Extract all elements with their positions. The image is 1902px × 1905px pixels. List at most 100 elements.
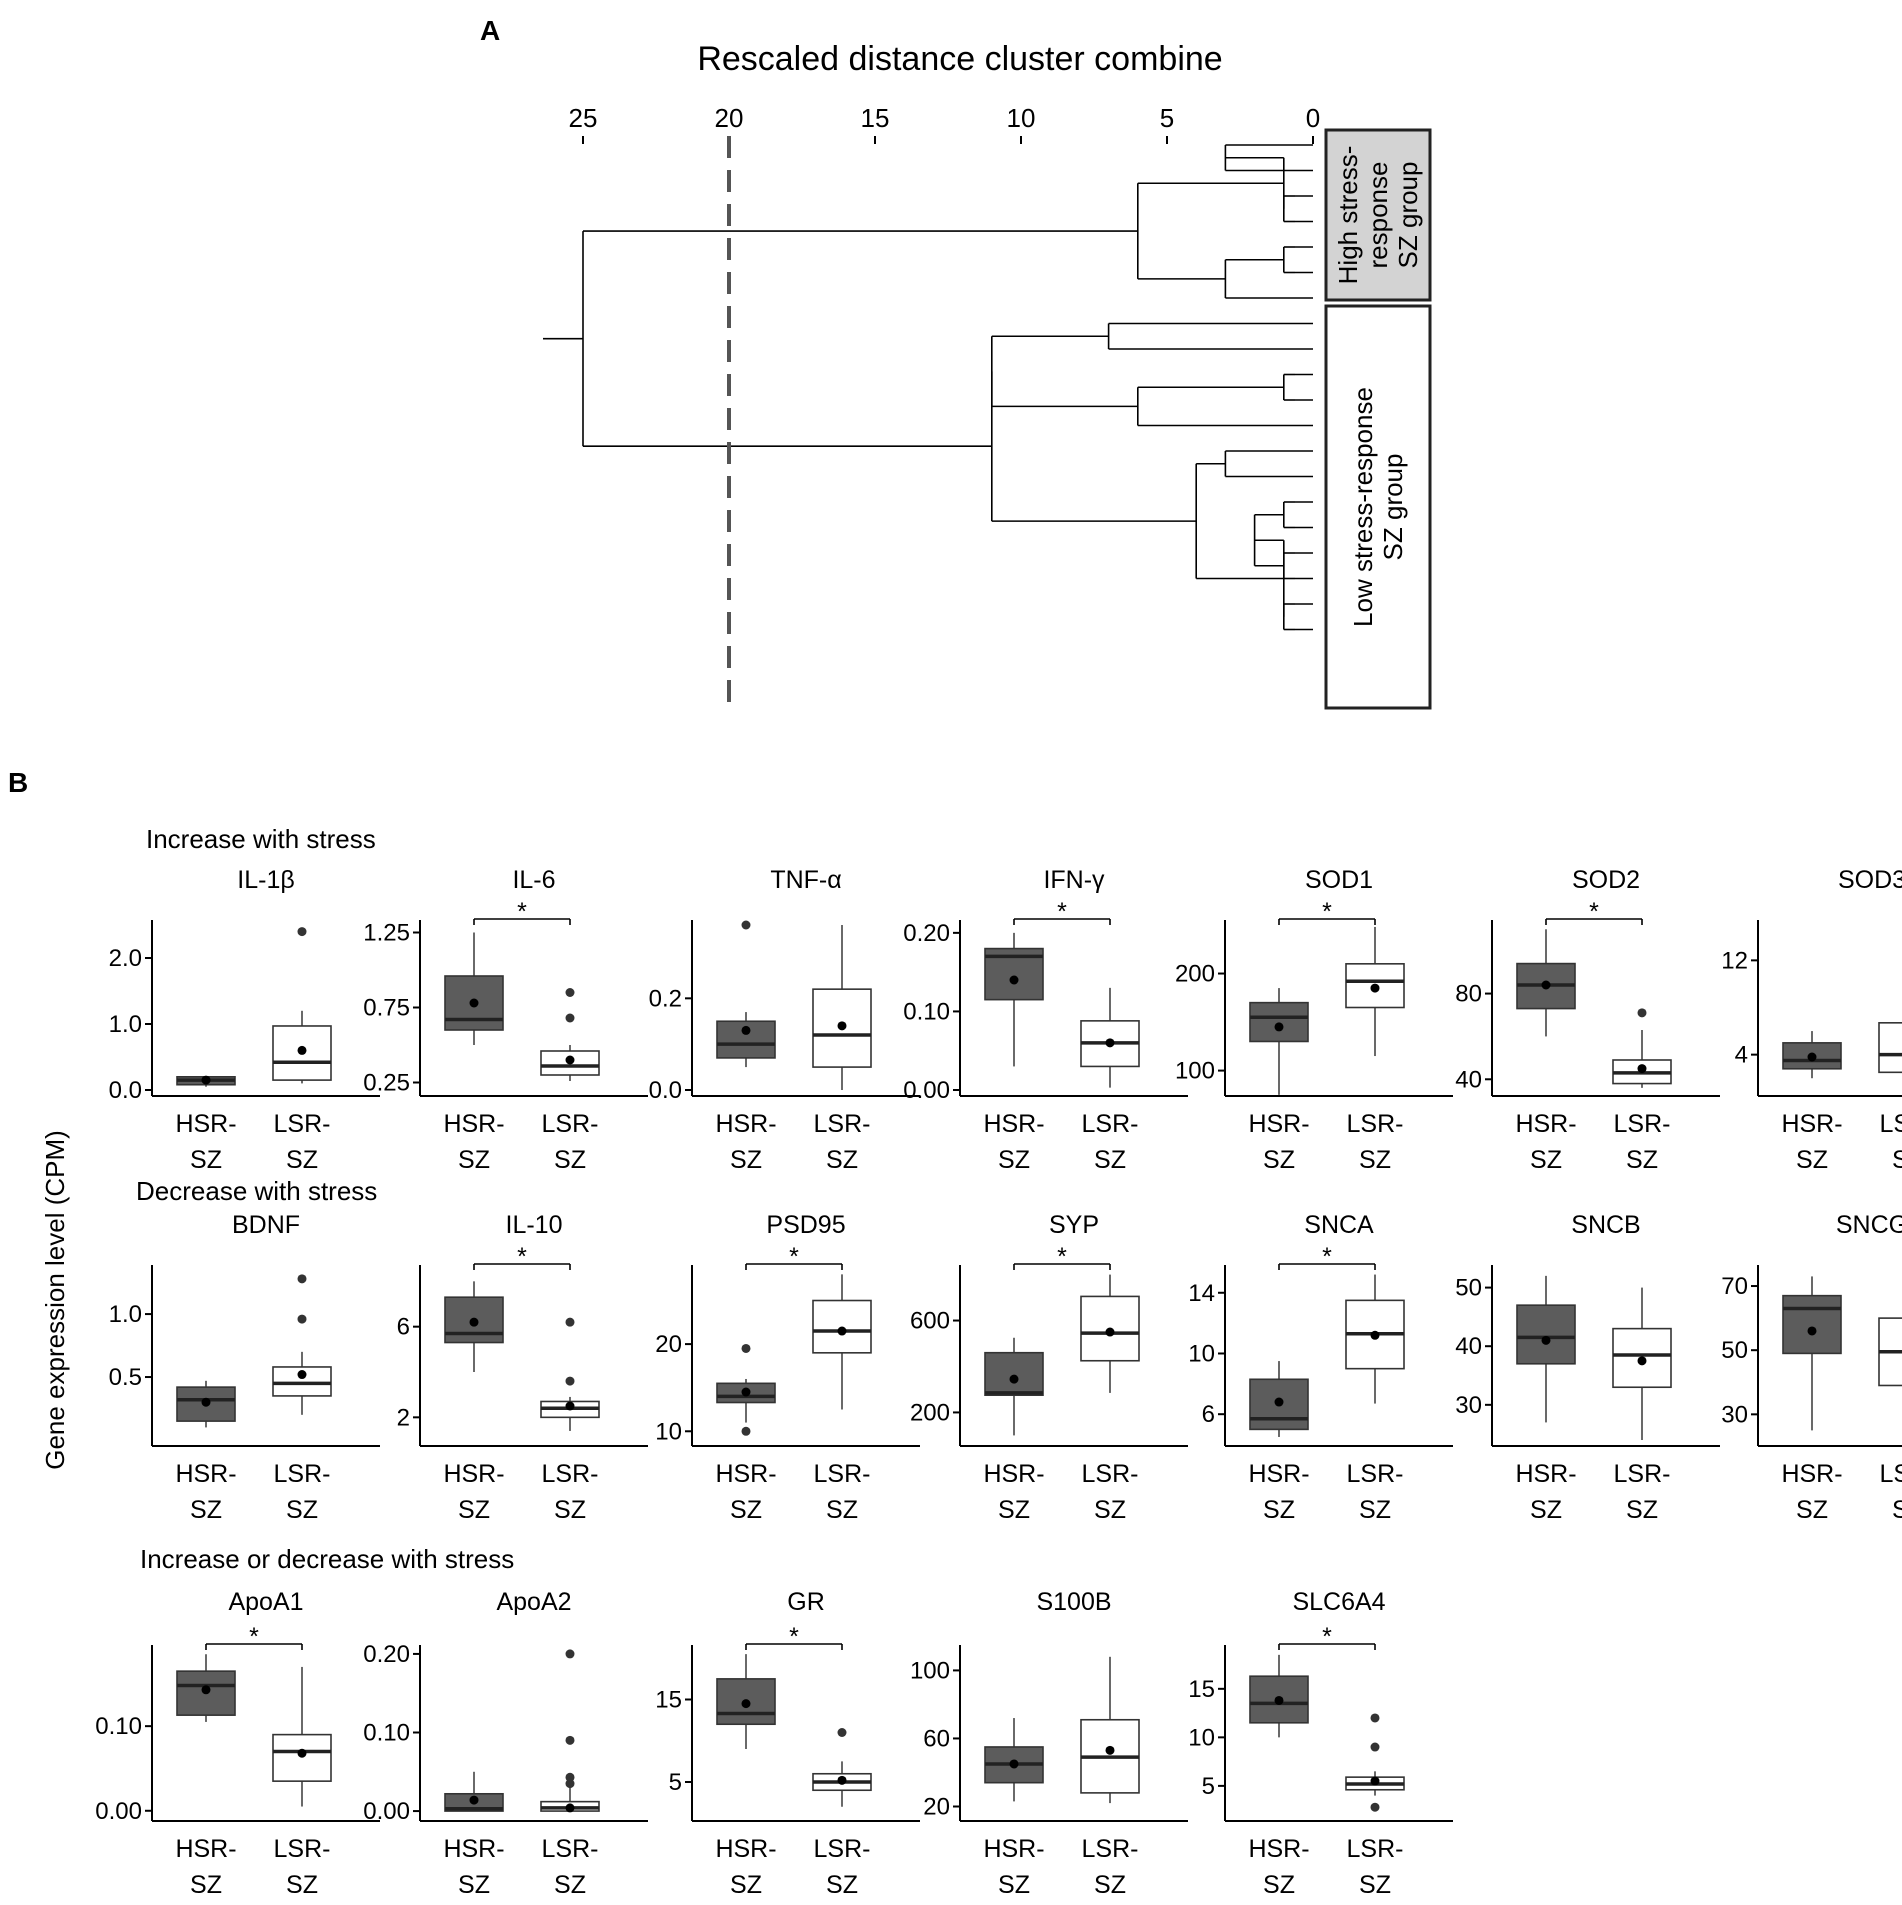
- category-label: SZ: [286, 1871, 318, 1899]
- lsr-mean-point: [565, 1055, 575, 1065]
- boxplot-title: IL-10: [506, 1211, 563, 1239]
- hsr-mean-point: [1009, 975, 1019, 985]
- y-tick-label: 10: [655, 1418, 682, 1445]
- row-label: Increase or decrease with stress: [140, 1544, 514, 1574]
- hsr-box: [1782, 1294, 1842, 1355]
- group-box: [1324, 304, 1432, 710]
- y-tick-label: 100: [910, 1657, 950, 1684]
- boxplot-title: SNCA: [1304, 1211, 1374, 1239]
- category-label: SZ: [1359, 1871, 1391, 1899]
- category-label: SZ: [998, 1871, 1030, 1899]
- y-tick-label: 20: [923, 1793, 950, 1820]
- dendrogram-tick-label: 15: [861, 103, 890, 133]
- hsr-mean-point: [741, 1025, 751, 1035]
- boxplot-title: IFN-γ: [1043, 866, 1105, 894]
- y-tick-label: 12: [1721, 947, 1748, 974]
- category-label: LSR-: [1614, 1110, 1671, 1138]
- lsr-mean-point: [1637, 1064, 1647, 1074]
- y-tick-label: 0.10: [363, 1720, 410, 1747]
- significance-mark: *: [1057, 898, 1067, 926]
- lsr-outlier: [565, 1317, 575, 1327]
- dendrogram-tick-label: 20: [715, 103, 744, 133]
- lsr-box: [272, 1733, 332, 1782]
- lsr-mean-point: [1105, 1745, 1115, 1755]
- category-label: HSR-: [1248, 1460, 1309, 1488]
- category-label: LSR-: [542, 1835, 599, 1863]
- category-label: HSR-: [1248, 1110, 1309, 1138]
- hsr-box: [176, 1670, 236, 1716]
- lsr-outlier: [837, 1728, 847, 1737]
- hsr-mean-point: [1541, 1335, 1551, 1345]
- category-label: SZ: [1530, 1146, 1562, 1174]
- category-label: LSR-: [1347, 1110, 1404, 1138]
- y-tick-label: 0.00: [95, 1798, 142, 1825]
- dendrogram-tick-label: 10: [1007, 103, 1036, 133]
- lsr-mean-point: [565, 1803, 575, 1813]
- y-tick-label: 200: [910, 1399, 950, 1426]
- panel-b-label: B: [8, 767, 28, 798]
- lsr-box: [1878, 1022, 1902, 1074]
- row-label: Increase with stress: [146, 824, 376, 854]
- category-label: LSR-: [274, 1460, 331, 1488]
- hsr-mean-point: [469, 998, 479, 1008]
- lsr-outlier: [297, 1314, 307, 1324]
- category-label: SZ: [1094, 1146, 1126, 1174]
- category-label: SZ: [998, 1146, 1030, 1174]
- category-label: SZ: [554, 1496, 586, 1524]
- dendrogram-tick-label: 5: [1160, 103, 1174, 133]
- y-tick-label: 0.2: [649, 985, 682, 1012]
- y-tick-label: 200: [1175, 961, 1215, 988]
- category-label: SZ: [554, 1871, 586, 1899]
- y-tick-label: 4: [1735, 1042, 1748, 1069]
- boxplot-title: BDNF: [232, 1211, 300, 1239]
- category-label: HSR-: [1248, 1835, 1309, 1863]
- category-label: SZ: [554, 1146, 586, 1174]
- category-label: LSR-: [274, 1110, 331, 1138]
- category-label: SZ: [458, 1146, 490, 1174]
- group-label: response: [1363, 162, 1393, 269]
- y-tick-label: 50: [1721, 1337, 1748, 1364]
- y-tick-label: 0.0: [109, 1077, 142, 1104]
- category-label: SZ: [1263, 1146, 1295, 1174]
- category-label: SZ: [826, 1496, 858, 1524]
- y-tick-label: 5: [669, 1769, 682, 1796]
- row-label: Decrease with stress: [136, 1176, 377, 1206]
- hsr-mean-point: [741, 1699, 751, 1709]
- y-tick-label: 600: [910, 1308, 950, 1335]
- boxplot-title: S100B: [1036, 1588, 1111, 1616]
- y-tick-label: 6: [1202, 1401, 1215, 1428]
- category-label: LSR-: [542, 1110, 599, 1138]
- hsr-outlier: [741, 1426, 751, 1436]
- category-label: SZ: [458, 1871, 490, 1899]
- hsr-mean-point: [469, 1317, 479, 1327]
- category-label: LSR-: [1347, 1460, 1404, 1488]
- y-tick-label: 0.10: [903, 998, 950, 1025]
- hsr-box: [1516, 1304, 1576, 1365]
- category-label: SZ: [730, 1871, 762, 1899]
- lsr-mean-point: [1105, 1327, 1115, 1337]
- lsr-outlier: [565, 1779, 575, 1789]
- category-label: LSR-: [1082, 1835, 1139, 1863]
- category-label: SZ: [1796, 1146, 1828, 1174]
- category-label: LSR-: [274, 1835, 331, 1863]
- category-label: SZ: [286, 1496, 318, 1524]
- group-box: [1324, 128, 1432, 302]
- lsr-mean-point: [1370, 983, 1380, 993]
- significance-mark: *: [517, 1243, 527, 1271]
- category-label: HSR-: [1515, 1460, 1576, 1488]
- significance-mark: *: [1322, 1243, 1332, 1271]
- hsr-mean-point: [1274, 1022, 1284, 1032]
- hsr-outlier: [741, 1343, 751, 1353]
- lsr-outlier: [565, 1013, 575, 1023]
- category-label: SZ: [1626, 1146, 1658, 1174]
- category-label: HSR-: [983, 1110, 1044, 1138]
- group-label: Low stress-response: [1348, 387, 1378, 627]
- category-label: LSR-: [1347, 1835, 1404, 1863]
- hsr-mean-point: [469, 1795, 479, 1805]
- boxplot-title: SOD2: [1572, 866, 1640, 894]
